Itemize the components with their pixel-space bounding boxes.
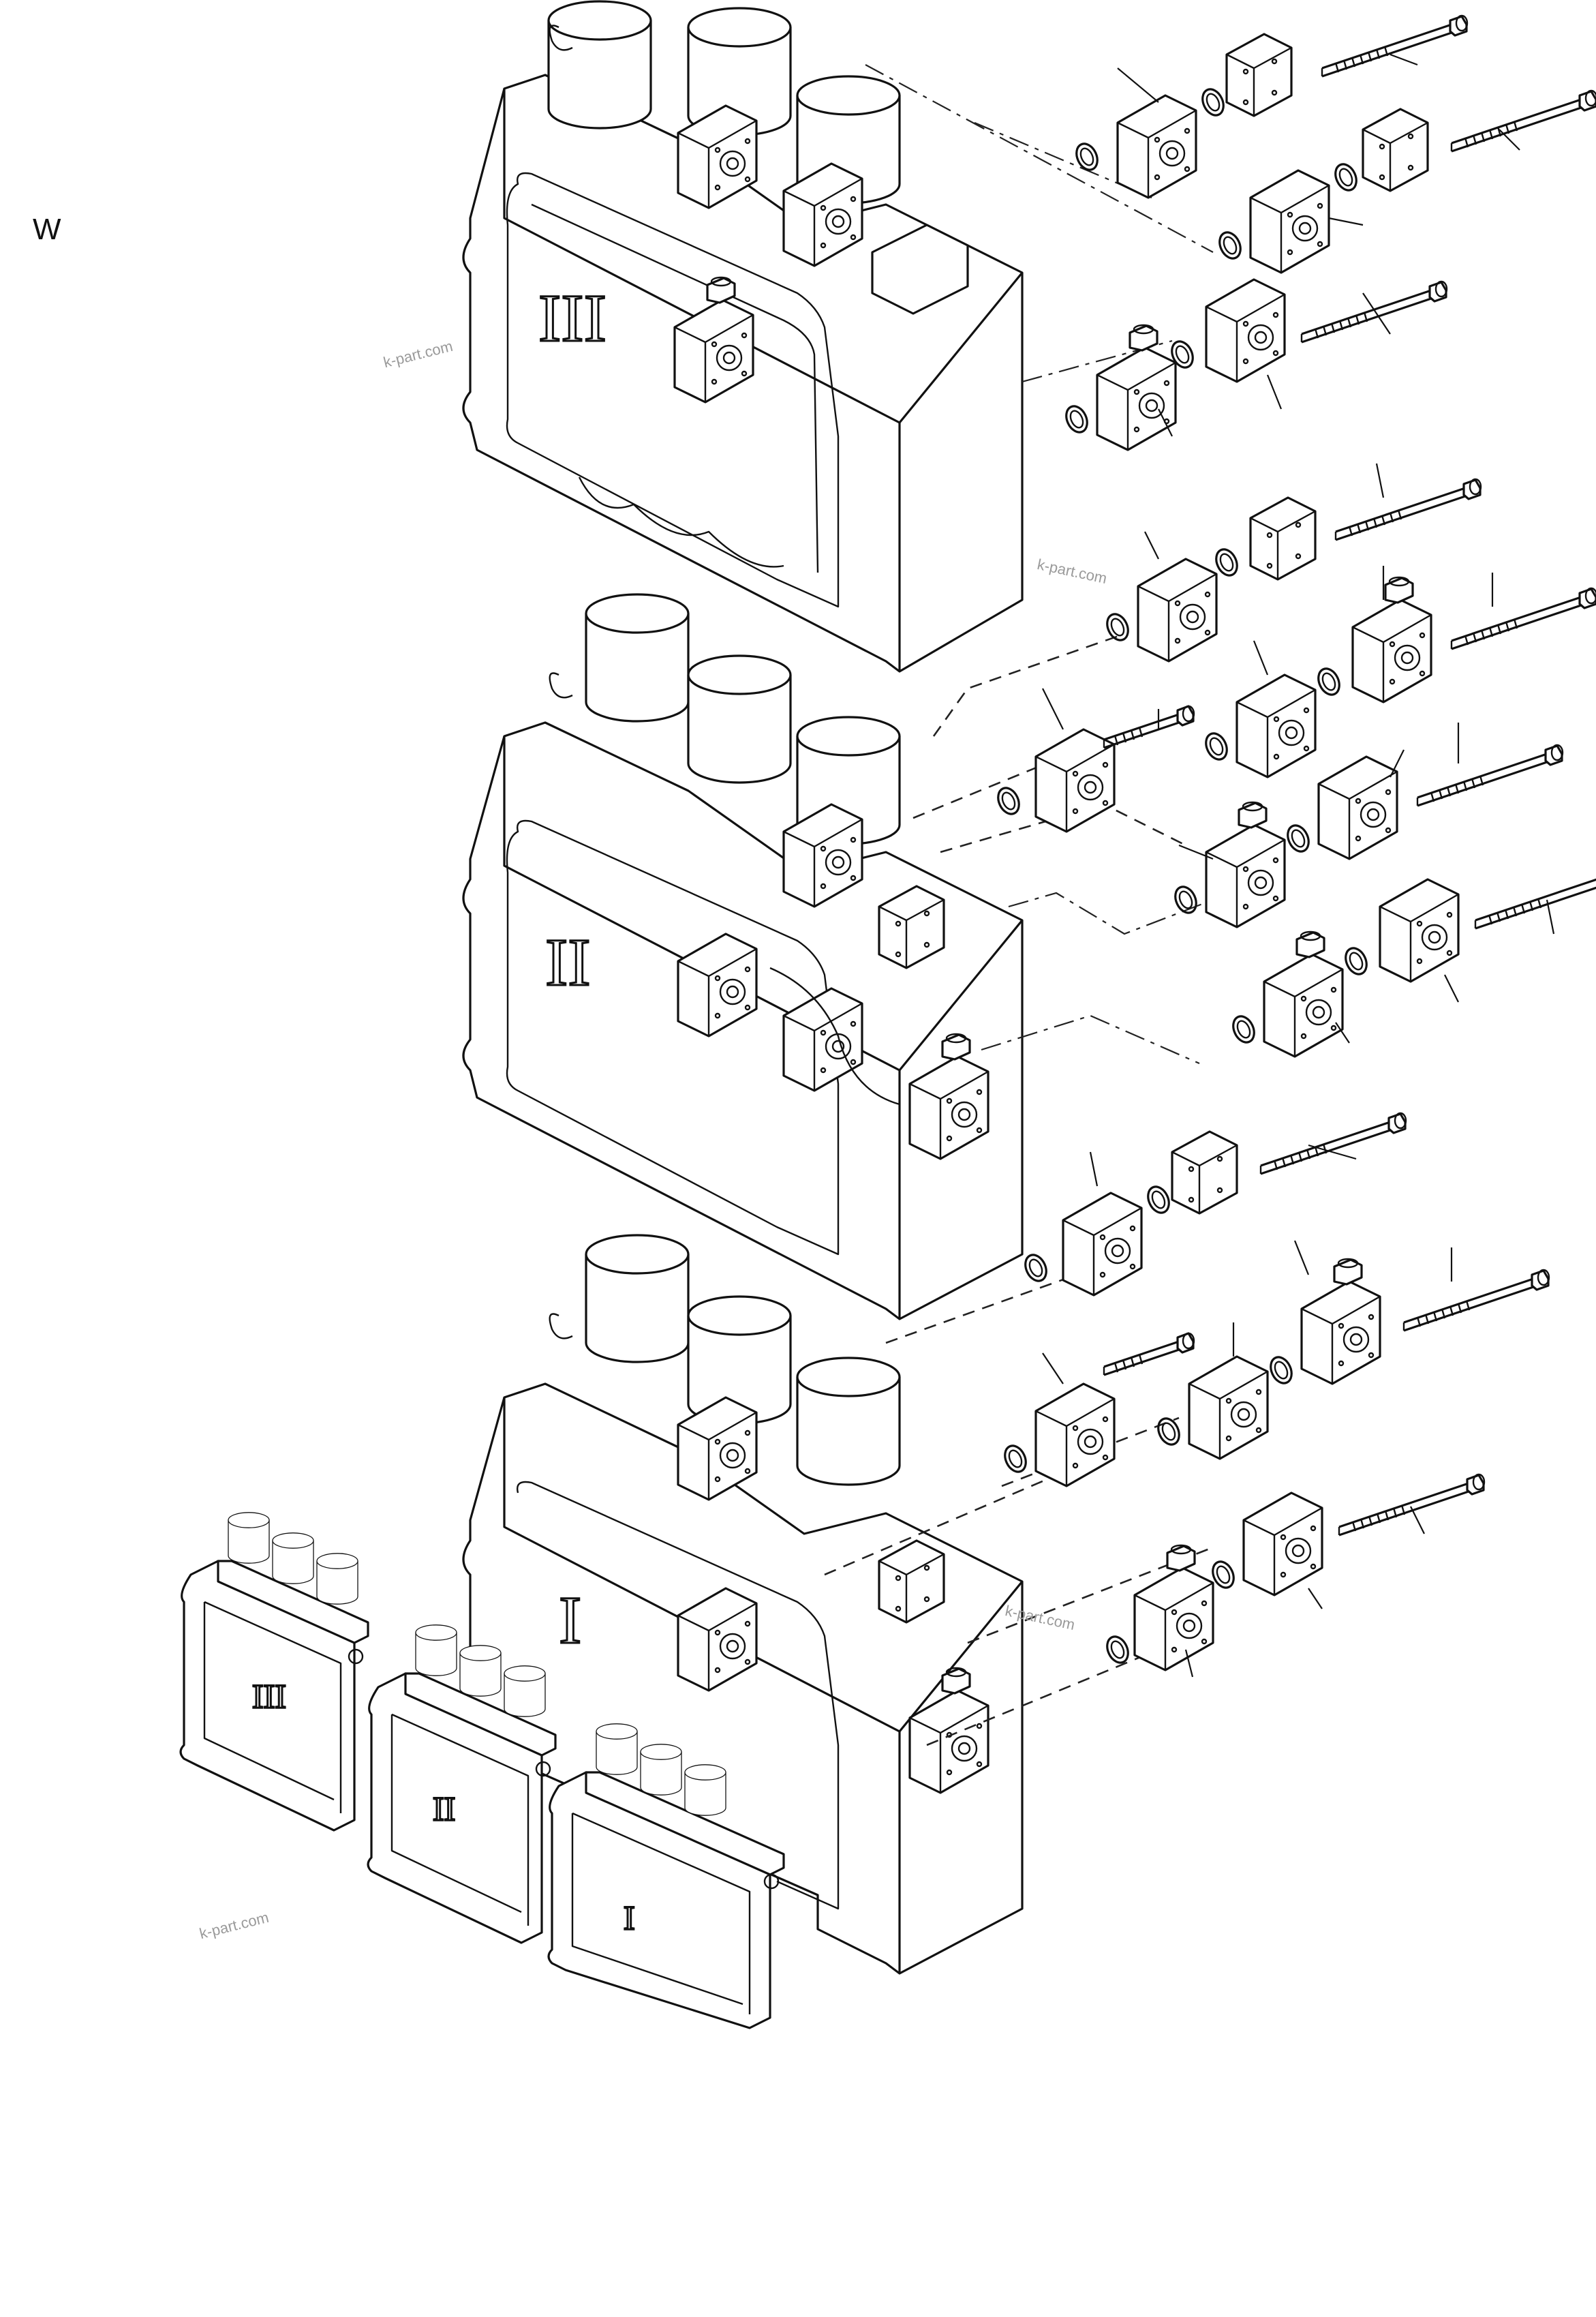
corner-label: W — [33, 213, 61, 246]
inset-assembly: III II I — [179, 1512, 785, 2029]
inset-label-II: II — [433, 1789, 455, 1828]
section-label-upper: III — [538, 280, 607, 356]
valve-body-middle: II — [462, 593, 1024, 1320]
parts-group-lower — [1000, 1112, 1550, 1678]
section-label-lower: I — [559, 1582, 581, 1658]
valve-body-upper: III — [462, 0, 1024, 673]
inset-label-I: I — [624, 1898, 635, 1937]
parts-group-middle — [993, 463, 1596, 1057]
section-label-middle: II — [545, 924, 591, 1000]
valve-body-lower: I — [462, 1234, 1024, 1975]
parts-group-top — [1061, 14, 1596, 450]
inset-label-III: III — [252, 1677, 286, 1715]
